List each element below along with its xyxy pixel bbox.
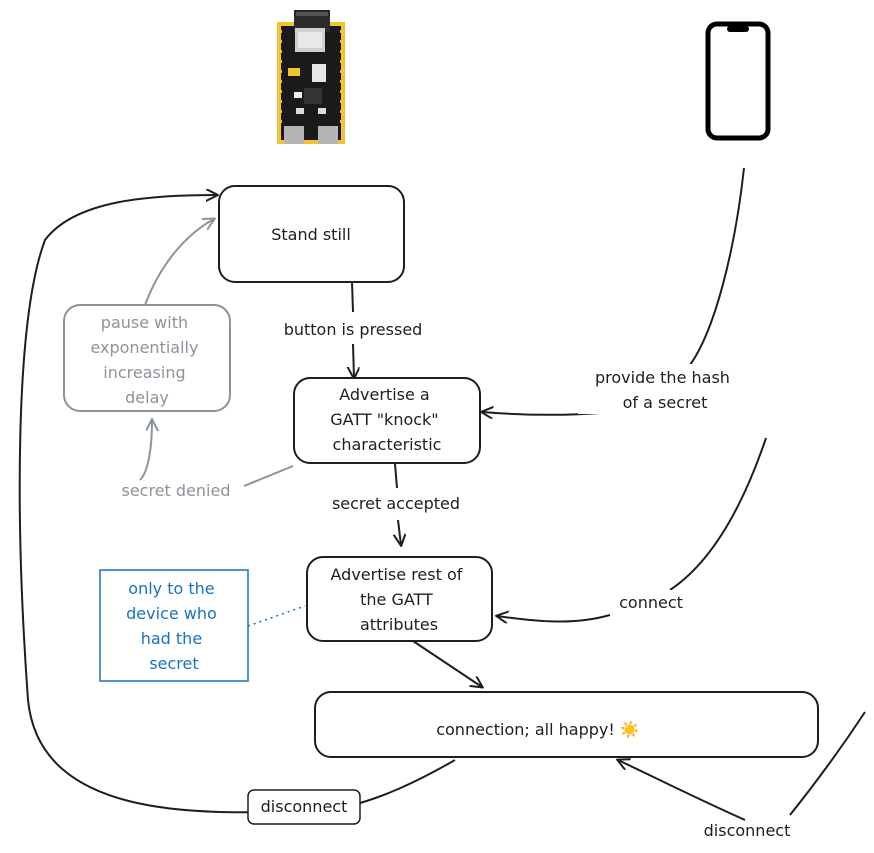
note-text: only to the device who had the secret <box>126 579 222 673</box>
edge-button-pressed <box>352 281 354 378</box>
label-disconnect-left-box <box>247 789 361 825</box>
node-knock: Advertise a GATT "knock" characteristic <box>330 385 444 454</box>
label-secret-denied: secret denied <box>122 481 231 500</box>
label-disconnect-left: disconnect <box>261 797 348 816</box>
node-stand-still: Stand still <box>271 225 351 244</box>
smartphone-icon <box>705 21 771 141</box>
label-button-pressed: button is pressed <box>284 320 423 339</box>
node-rest-box <box>306 556 493 642</box>
edge-disconnect-right <box>618 711 866 821</box>
edge-secret-accepted <box>395 463 401 545</box>
node-connection-box <box>314 691 819 758</box>
label-provide-hash: provide the hash of a secret <box>595 368 735 412</box>
node-pause-box <box>63 304 231 412</box>
note-link <box>247 605 306 627</box>
node-knock-box <box>293 377 481 464</box>
note-box <box>99 569 249 682</box>
label-secret-accepted: secret accepted <box>332 494 460 513</box>
microcontroller-board-icon <box>277 10 345 144</box>
node-stand-still-box <box>218 185 405 283</box>
node-connection: connection; all happy! ☀️ <box>436 720 640 739</box>
label-connect: connect <box>619 593 683 612</box>
label-disconnect-right: disconnect <box>704 821 791 840</box>
node-rest: Advertise rest of the GATT attributes <box>331 565 468 634</box>
node-pause: pause with exponentially increasing dela… <box>90 313 203 407</box>
edge-secret-denied <box>140 420 294 487</box>
edge-connect <box>497 437 767 622</box>
edge-rest-to-connection <box>412 640 482 687</box>
edge-pause-back <box>144 219 214 306</box>
